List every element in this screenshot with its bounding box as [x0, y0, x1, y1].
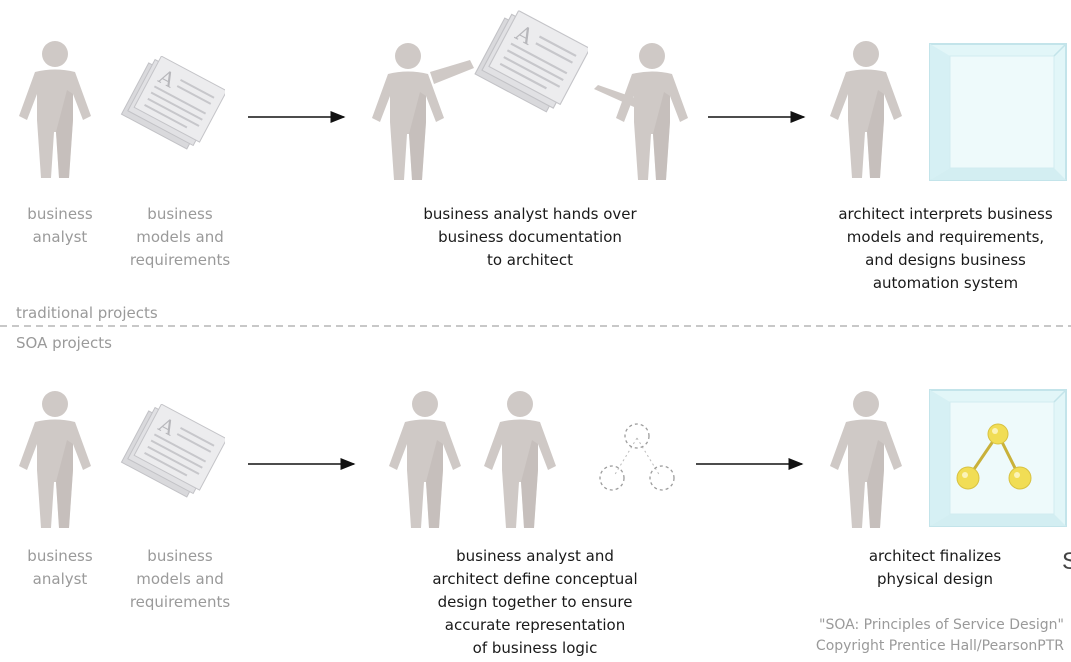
- stray-glyph: S: [1062, 548, 1071, 575]
- outstretched-arm: [430, 60, 474, 84]
- business-documents-icon: [115, 404, 225, 504]
- traditional-projects-label: traditional projects: [16, 304, 158, 322]
- soa-projects-label: SOA projects: [16, 334, 112, 352]
- architect-figure: [826, 390, 906, 530]
- arrow-icon: [696, 458, 804, 470]
- arrow-icon: [248, 458, 356, 470]
- arrow-icon: [708, 111, 806, 123]
- collaboration-caption: business analyst and architect define co…: [432, 547, 638, 657]
- conceptual-service-nodes-icon: [599, 423, 675, 491]
- architect-figure: [826, 40, 906, 180]
- business-analyst-label: business analyst: [27, 547, 93, 588]
- business-models-label: business models and requirements: [129, 205, 231, 269]
- business-analyst-label: business analyst: [27, 205, 93, 246]
- architect-figure: [612, 42, 692, 182]
- copyright-credit: "SOA: Principles of Service Design" Copy…: [815, 617, 1064, 654]
- business-analyst-figure: [385, 390, 465, 530]
- business-documents-icon: [115, 56, 225, 156]
- empty-system-cube-icon: [928, 42, 1068, 182]
- section-divider: [0, 325, 1071, 327]
- handover-caption: business analyst hands over business doc…: [423, 205, 637, 269]
- arrow-icon: [248, 111, 346, 123]
- physical-system-cube-icon: [928, 388, 1068, 528]
- business-analyst-figure: [15, 40, 95, 180]
- architect-interprets-caption: architect interprets business models and…: [838, 205, 1053, 292]
- business-models-label: business models and requirements: [129, 547, 231, 611]
- architect-figure: [480, 390, 560, 530]
- business-documents-icon: [468, 10, 588, 120]
- architect-finalizes-caption: architect finalizes physical design: [868, 547, 1002, 588]
- business-analyst-figure: [15, 390, 95, 530]
